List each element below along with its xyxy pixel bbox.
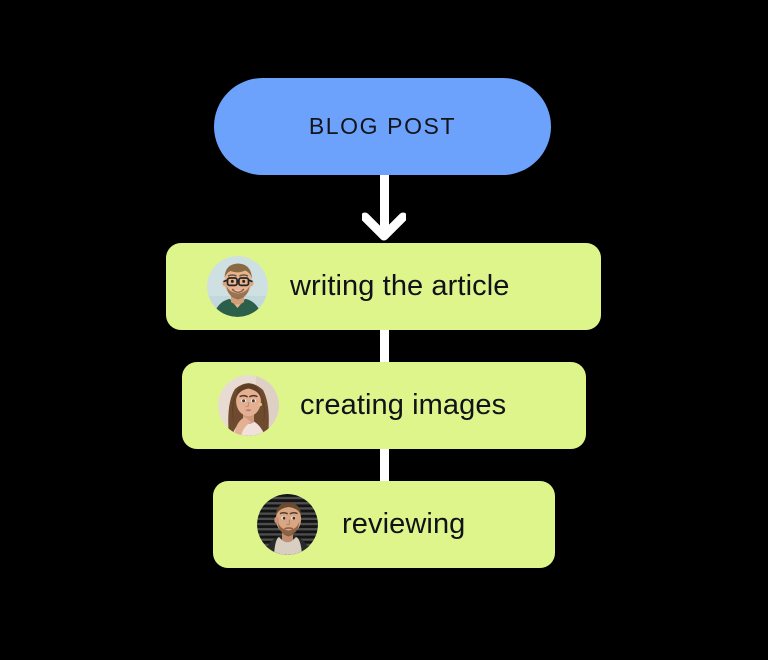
node-step-writing-the-article[interactable]: writing the article (166, 243, 601, 330)
node-step-label: creating images (300, 389, 507, 421)
connector-step-2-to-step-3 (380, 445, 389, 484)
node-step-creating-images[interactable]: creating images (182, 362, 586, 449)
avatar-man-glasses (207, 256, 268, 317)
connector-step-1-to-step-2 (380, 327, 389, 365)
avatar-woman-long-hair (218, 375, 279, 436)
node-blog-post-label: BLOG POST (308, 113, 457, 139)
node-blog-post[interactable]: BLOG POST (214, 78, 551, 175)
node-step-label: writing the article (290, 270, 510, 302)
node-step-reviewing[interactable]: reviewing (213, 481, 555, 568)
arrow-head-icon (362, 212, 406, 241)
avatar-man-beard-stripes (257, 494, 318, 555)
node-step-label: reviewing (342, 508, 466, 540)
connector-root-to-step-1 (380, 172, 389, 234)
